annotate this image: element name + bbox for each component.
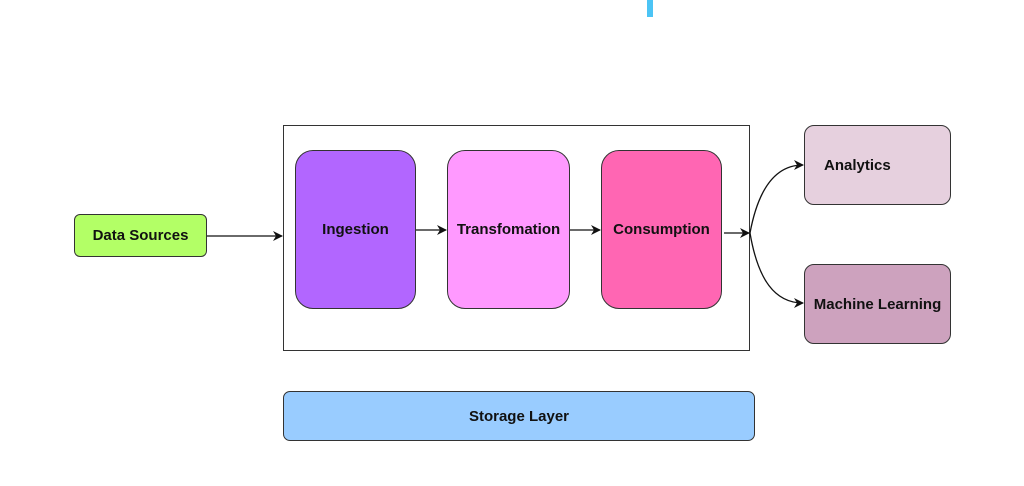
edge-to-machine-learning xyxy=(749,232,804,308)
node-storage-layer-label: Storage Layer xyxy=(468,407,570,425)
node-data-sources[interactable]: Data Sources xyxy=(74,214,207,257)
node-analytics[interactable]: Analytics xyxy=(804,125,951,205)
node-ingestion[interactable]: Ingestion xyxy=(295,150,416,309)
node-consumption-label: Consumption xyxy=(613,221,710,238)
node-analytics-label: Analytics xyxy=(824,157,891,174)
text-cursor-marker xyxy=(647,0,653,17)
node-ingestion-label: Ingestion xyxy=(322,221,389,238)
node-transformation[interactable]: Transfomation xyxy=(447,150,570,309)
edge-to-analytics xyxy=(749,160,804,234)
node-machine-learning[interactable]: Machine Learning xyxy=(804,264,951,344)
node-consumption[interactable]: Consumption xyxy=(601,150,722,309)
node-transformation-label: Transfomation xyxy=(456,221,561,238)
node-machine-learning-label: Machine Learning xyxy=(813,295,942,313)
node-data-sources-label: Data Sources xyxy=(92,227,189,244)
node-storage-layer[interactable]: Storage Layer xyxy=(283,391,755,441)
